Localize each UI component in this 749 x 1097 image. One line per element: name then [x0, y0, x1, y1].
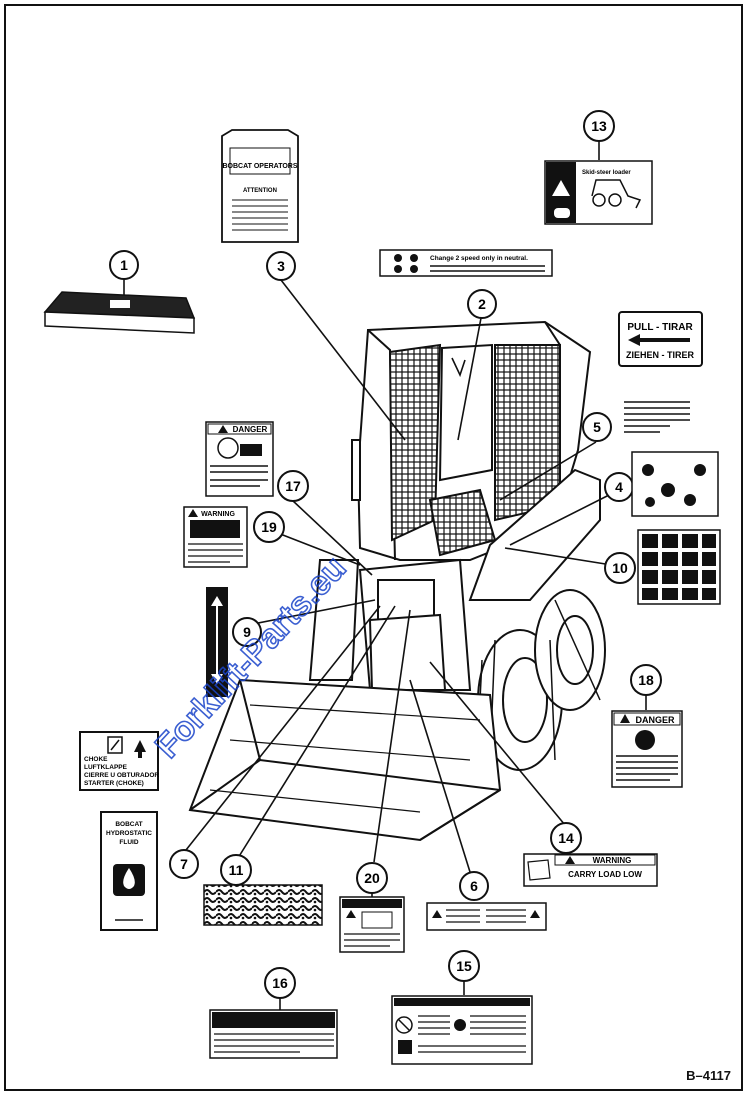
- svg-text:WARNING: WARNING: [201, 511, 235, 518]
- callout-1: 1: [109, 250, 139, 296]
- page-border: [4, 4, 743, 1091]
- decal-9-vertical-strip: [206, 587, 228, 697]
- decal-pull-tirar: PULL - TIRAR ZIEHEN - TIRER: [618, 311, 703, 367]
- callout-6: 6: [459, 871, 489, 901]
- decal-14-carry-load-low: WARNING CARRY LOAD LOW: [523, 853, 658, 887]
- svg-text:17: 17: [285, 478, 301, 494]
- leader-lines: [185, 279, 619, 873]
- decal-5-text-block: [622, 398, 694, 438]
- callout-14: 14: [550, 822, 582, 854]
- svg-text:9: 9: [243, 624, 251, 640]
- svg-text:BOBCAT: BOBCAT: [115, 821, 142, 828]
- svg-text:16: 16: [272, 975, 288, 991]
- callout-18: 18: [630, 664, 662, 710]
- svg-text:DANGER: DANGER: [635, 715, 675, 725]
- callout-5: 5: [582, 412, 612, 442]
- callout-15: 15: [448, 950, 480, 995]
- callout-20: 20: [356, 862, 388, 897]
- svg-text:7: 7: [180, 856, 188, 872]
- svg-text:BOBCAT OPERATORS: BOBCAT OPERATORS: [222, 163, 297, 170]
- decal-1-step-strip: [43, 291, 196, 334]
- callout-11: 11: [220, 854, 252, 886]
- callout-3: 3: [266, 251, 296, 281]
- svg-text:5: 5: [593, 419, 601, 435]
- callout-9: 9: [232, 617, 262, 647]
- svg-text:LUFTKLAPPE: LUFTKLAPPE: [84, 764, 128, 771]
- skid-steer-loader: [188, 320, 606, 842]
- decal-11-strip: [203, 884, 323, 926]
- callout-19: 19: [253, 511, 285, 543]
- svg-text:20: 20: [364, 870, 380, 886]
- decal-10-pictogram-grid: [637, 529, 721, 605]
- svg-text:10: 10: [612, 560, 628, 576]
- decal-16-warning-text: [209, 1009, 338, 1059]
- svg-text:STARTER (CHOKE): STARTER (CHOKE): [84, 780, 144, 787]
- callout-10: 10: [604, 552, 636, 584]
- svg-text:CARRY LOAD LOW: CARRY LOAD LOW: [568, 870, 642, 879]
- decal-18-danger: DANGER: [611, 710, 683, 788]
- decal-20-warning: [339, 896, 405, 953]
- svg-text:Change 2 speed only in neutral: Change 2 speed only in neutral.: [430, 255, 528, 262]
- svg-text:11: 11: [229, 862, 244, 878]
- svg-text:6: 6: [470, 878, 478, 894]
- decal-warning-left: WARNING: [183, 506, 248, 568]
- callout-16: 16: [264, 967, 296, 1010]
- svg-text:14: 14: [558, 830, 574, 846]
- decal-15-large: [391, 995, 533, 1065]
- decal-two-speed: Change 2 speed only in neutral.: [379, 249, 553, 277]
- svg-text:CIERRE U OBTURADOR: CIERRE U OBTURADOR: [84, 772, 159, 779]
- decal-choke: CHOKE LUFTKLAPPE CIERRE U OBTURADOR STAR…: [79, 731, 159, 791]
- callout-13: 13: [583, 110, 615, 160]
- svg-text:1: 1: [120, 257, 128, 273]
- decal-13-skid-steer: Skid-steer loader: [544, 160, 653, 225]
- svg-text:PULL - TIRAR: PULL - TIRAR: [627, 322, 693, 333]
- svg-text:FLUID: FLUID: [119, 839, 138, 846]
- callout-17: 17: [277, 470, 309, 502]
- svg-text:19: 19: [261, 519, 277, 535]
- svg-text:DANGER: DANGER: [233, 425, 268, 434]
- callout-4: 4: [604, 472, 634, 502]
- svg-text:2: 2: [478, 296, 486, 312]
- svg-text:ATTENTION: ATTENTION: [243, 188, 277, 194]
- svg-text:CHOKE: CHOKE: [84, 756, 108, 763]
- svg-text:13: 13: [591, 118, 607, 134]
- svg-text:HYDROSTATIC: HYDROSTATIC: [106, 830, 152, 837]
- decal-operators-manual: BOBCAT OPERATORS ATTENTION: [221, 129, 299, 243]
- svg-text:3: 3: [277, 258, 285, 274]
- decal-danger-upper: DANGER: [205, 421, 274, 497]
- callout-2: 2: [467, 289, 497, 319]
- decal-4-pictograms: [631, 451, 719, 517]
- svg-text:18: 18: [638, 672, 654, 688]
- figure-id: B–4117: [686, 1068, 731, 1083]
- callout-7: 7: [169, 849, 199, 879]
- svg-text:WARNING: WARNING: [593, 856, 632, 865]
- svg-text:4: 4: [615, 479, 623, 495]
- svg-text:ZIEHEN - TIRER: ZIEHEN - TIRER: [626, 350, 695, 360]
- svg-text:Skid-steer loader: Skid-steer loader: [582, 170, 631, 176]
- decal-6-text: [426, 902, 547, 931]
- svg-text:15: 15: [456, 958, 472, 974]
- decal-hydrostatic-fluid: BOBCAT HYDROSTATIC FLUID: [100, 811, 158, 931]
